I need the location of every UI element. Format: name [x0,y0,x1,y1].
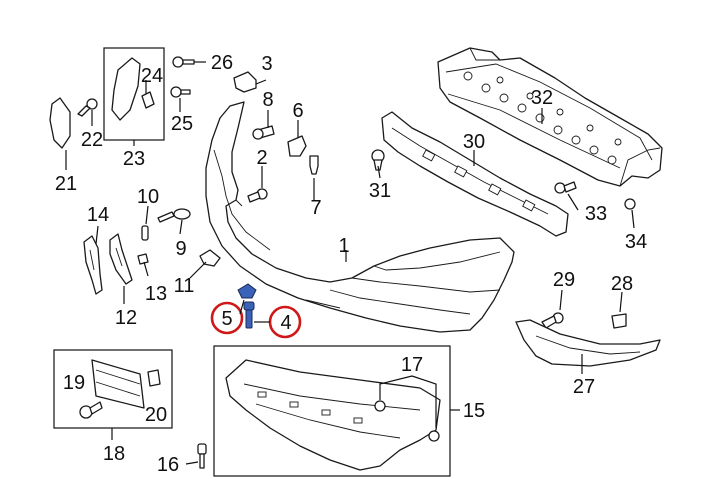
part-34-clip [624,198,636,210]
part-18-bracket-group [53,349,173,429]
part-22-bolt [77,98,98,117]
callout-5: 5 [221,308,232,330]
part-28-clip [611,313,627,329]
callout-30: 30 [463,131,485,153]
part-21-side-bracket [49,97,71,149]
part-8-bolt [252,125,275,140]
callout-27: 27 [573,376,595,398]
callout-14: 14 [87,204,109,226]
callout-9: 9 [175,238,186,260]
leader-lines [65,61,635,465]
callout-18: 18 [103,443,125,465]
callout-23: 23 [123,148,145,170]
callout-10: 10 [137,186,159,208]
part-2-bolt [247,188,268,203]
callout-2: 2 [256,147,267,169]
callout-34: 34 [625,231,647,253]
callout-16: 16 [157,454,179,476]
part-7-push-clip [309,155,319,175]
part-26-screw [172,56,195,68]
callout-25: 25 [171,113,193,135]
part-31-clip [371,149,385,171]
callout-1: 1 [338,235,349,257]
callout-12: 12 [115,307,137,329]
callout-19: 19 [63,372,85,394]
callout-4: 4 [280,312,291,334]
callout-13: 13 [145,283,167,305]
callout-28: 28 [611,273,633,295]
callout-32: 32 [531,87,553,109]
part-10-pin [141,225,149,241]
part-5-clip [237,283,257,299]
callout-17: 17 [401,354,423,376]
callout-31: 31 [369,180,391,202]
callout-29: 29 [553,269,575,291]
part-33-bolt [554,181,577,194]
part-13-clip [137,253,149,265]
part-15-under-cover [213,345,451,477]
part-25-screw [170,86,191,98]
callout-24: 24 [141,65,163,87]
part-1-bumper-cover [205,101,515,333]
callout-33: 33 [585,203,607,225]
callout-22: 22 [81,129,103,151]
part-11-clip [199,249,221,267]
highlight-ring-5 [210,301,244,335]
part-30-energy-absorber [381,111,569,237]
callout-6: 6 [292,100,303,122]
part-29-bolt [541,312,564,329]
part-3-bracket [233,71,257,93]
part-14-side-bracket [83,235,103,295]
part-9-bolt [157,208,191,223]
callout-20: 20 [145,404,167,426]
part-4-bolt [243,301,255,329]
callout-8: 8 [262,89,273,111]
part-27-lower-strip [515,319,661,367]
part-6-bracket [287,135,307,157]
part-12-side-bracket [109,233,133,285]
part-23-24-bracket-group [103,47,165,141]
callout-11: 11 [174,275,195,297]
callout-3: 3 [261,53,272,75]
callout-26: 26 [211,52,233,74]
callout-7: 7 [310,197,321,219]
callout-21: 21 [55,173,77,195]
part-32-reinforcement-beam [437,47,663,187]
callout-15: 15 [463,400,485,422]
part-16-bolt [197,443,207,469]
